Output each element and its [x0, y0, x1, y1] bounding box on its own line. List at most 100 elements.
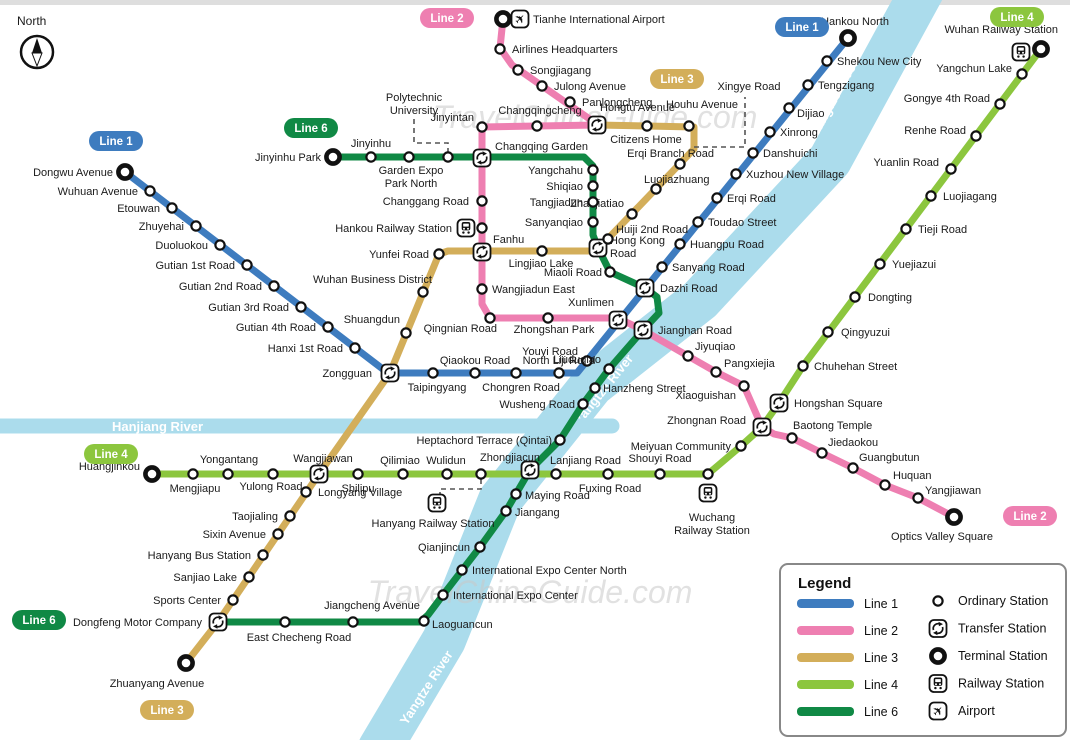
- station-xinrong[interactable]: Xinrong: [764, 126, 818, 139]
- station-huquan[interactable]: Huquan: [879, 470, 932, 491]
- station-longyang-village[interactable]: Longyang Village: [300, 486, 402, 499]
- station-hanxi-1st-road[interactable]: Hanxi 1st Road: [268, 342, 361, 355]
- station-dongwu-avenue[interactable]: Dongwu Avenue: [33, 163, 134, 181]
- station-unnamed[interactable]: [442, 151, 454, 163]
- station-wulidun[interactable]: Wulidun: [426, 455, 466, 480]
- station-qingyuzui[interactable]: Qingyuzui: [822, 326, 890, 339]
- station-jinyintan[interactable]: Jinyintan: [431, 112, 488, 133]
- station-qiaokou-road[interactable]: Qiaokou Road: [440, 355, 510, 379]
- station-yongantang[interactable]: Yongantang: [200, 454, 258, 480]
- station-zhongshan-park[interactable]: Zhongshan Park: [514, 312, 595, 336]
- station-jinyinhu[interactable]: Jinyinhu: [351, 138, 391, 163]
- station-tangjiadun[interactable]: Tangjiadun: [530, 196, 599, 209]
- station-toudao-street[interactable]: Toudao Street: [692, 216, 777, 229]
- station-shekou-new-city[interactable]: Shekou New City: [821, 55, 922, 68]
- station-hankou-railway-station[interactable]: Hankou Railway Station: [335, 218, 488, 238]
- station-laoguancun[interactable]: Laoguancun: [418, 615, 493, 631]
- station-citizens-home[interactable]: Citizens Home: [610, 120, 682, 146]
- station-changqing-garden[interactable]: Changqing Garden: [472, 141, 588, 168]
- station-sports-center[interactable]: Sports Center: [153, 594, 239, 607]
- station-wangjiawan[interactable]: Wangjiawan: [293, 453, 353, 484]
- station-etouwan[interactable]: Etouwan: [117, 202, 178, 215]
- station-yulong-road[interactable]: Yulong Road: [240, 468, 303, 493]
- station-pangxiejia[interactable]: Pangxiejia: [710, 358, 776, 378]
- station-mengjiapu[interactable]: Mengjiapu: [170, 468, 221, 495]
- station-miaoli-road[interactable]: Miaoli Road: [544, 266, 616, 279]
- station-dongting[interactable]: Dongting: [849, 291, 912, 304]
- station-houhu-avenue[interactable]: Houhu Avenue: [666, 99, 738, 132]
- station-zongguan[interactable]: Zongguan: [322, 363, 400, 383]
- station-yunfei-road[interactable]: Yunfei Road: [369, 248, 445, 261]
- station-dazhi-road[interactable]: Dazhi Road: [635, 278, 718, 298]
- station-zhongnan-road[interactable]: Zhongnan Road: [667, 415, 772, 437]
- station-jinyinhu-park[interactable]: Jinyinhu Park: [255, 148, 342, 166]
- station-xiaoguishan[interactable]: Xiaoguishan: [675, 380, 750, 402]
- station-taojialing[interactable]: Taojialing: [232, 510, 296, 523]
- station-renhe-road[interactable]: Renhe Road: [904, 125, 982, 142]
- station-yangchun-lake[interactable]: Yangchun Lake: [936, 63, 1028, 80]
- station-zhongjiacun[interactable]: Zhongjiacun: [480, 452, 540, 480]
- station-jianghan-road[interactable]: Jianghan Road: [633, 320, 733, 340]
- station-dijiao[interactable]: Dijiao: [783, 102, 825, 120]
- station-hankou-north[interactable]: Hankou North: [821, 16, 889, 47]
- station-shouyi-road[interactable]: Shouyi Road: [629, 453, 692, 480]
- station-east-checheng-road[interactable]: East Checheng Road: [247, 616, 352, 644]
- station-jiyuqiao[interactable]: Jiyuqiao: [682, 341, 735, 362]
- station-erqi-road[interactable]: Erqi Road: [711, 192, 776, 205]
- station-chuhehan-street[interactable]: Chuhehan Street: [797, 360, 897, 373]
- station-meiyuan-community[interactable]: Meiyuan Community: [631, 440, 747, 453]
- station-international-expo-center-north[interactable]: International Expo Center North: [456, 564, 627, 577]
- station-luojiagang[interactable]: Luojiagang: [925, 190, 997, 203]
- station-shiqiao[interactable]: Shiqiao: [546, 180, 599, 193]
- station-gutian-1st-road[interactable]: Gutian 1st Road: [156, 259, 253, 272]
- station-qianjincun[interactable]: Qianjincun: [418, 541, 486, 554]
- station-lingjiao-lake[interactable]: Lingjiao Lake: [509, 245, 574, 270]
- station-guangbutun[interactable]: Guangbutun: [847, 452, 920, 474]
- station-dongfeng-motor-company[interactable]: Dongfeng Motor Company: [73, 612, 228, 632]
- station-changqingcheng[interactable]: Changqingcheng: [498, 105, 582, 132]
- station-tianhe-international-airport[interactable]: ✈Tianhe International Airport: [494, 9, 665, 29]
- station-yangjiawan[interactable]: Yangjiawan: [912, 485, 981, 504]
- station-hongtu-avenue[interactable]: Hongtu Avenue: [587, 102, 676, 135]
- station-luojiazhuang[interactable]: Luojiazhuang: [644, 174, 709, 195]
- station-hanzheng-street[interactable]: Hanzheng Street: [589, 382, 686, 395]
- station-fuxing-road[interactable]: Fuxing Road: [579, 468, 641, 495]
- station-xuzhou-new-village[interactable]: Xuzhou New Village: [730, 168, 844, 181]
- station-changgang-road[interactable]: Changgang Road: [383, 195, 488, 208]
- station-huiji-2nd-road[interactable]: Huiji 2nd Road: [602, 224, 688, 245]
- station-gongye-4th-road[interactable]: Gongye 4th Road: [904, 93, 1006, 110]
- station-sixin-avenue[interactable]: Sixin Avenue: [203, 528, 284, 541]
- station-qingnian-road[interactable]: Qingnian Road: [424, 312, 497, 335]
- station-gutian-3rd-road[interactable]: Gutian 3rd Road: [208, 301, 307, 314]
- station-wusheng-road[interactable]: Wusheng Road: [499, 398, 589, 411]
- station-optics-valley-square[interactable]: Optics Valley Square: [891, 508, 993, 543]
- station-jiangcheng-avenue[interactable]: Jiangcheng Avenue: [324, 600, 420, 628]
- station-jiangang[interactable]: Jiangang: [500, 505, 560, 519]
- station-shuangdun[interactable]: Shuangdun: [344, 314, 412, 339]
- station-maying-road[interactable]: Maying Road: [510, 488, 590, 502]
- station-hanyang-bus-station[interactable]: Hanyang Bus Station: [148, 549, 269, 562]
- station-sanjiao-lake[interactable]: Sanjiao Lake: [173, 571, 255, 584]
- station-songjiagang[interactable]: Songjiagang: [512, 64, 591, 77]
- station-liuduqiao[interactable]: Liuduqiao: [553, 354, 615, 375]
- station-taipingyang[interactable]: Taipingyang: [408, 367, 467, 394]
- station-gutian-4th-road[interactable]: Gutian 4th Road: [236, 321, 334, 334]
- station-qilimiao[interactable]: Qilimiao: [380, 455, 420, 480]
- station-international-expo-center[interactable]: International Expo Center: [437, 589, 578, 602]
- station-gutian-2nd-road[interactable]: Gutian 2nd Road: [179, 280, 280, 293]
- station-north-liji-road[interactable]: North Liji Road: [523, 355, 596, 379]
- station-baotong-temple[interactable]: Baotong Temple: [786, 420, 872, 444]
- station-heptachord-terrace-qintai[interactable]: Heptachord Terrace (Qintai): [416, 434, 566, 447]
- station-zhuanyang-avenue[interactable]: Zhuanyang Avenue: [110, 654, 205, 690]
- station-fanhu[interactable]: Fanhu: [472, 234, 525, 262]
- station-wuhan-business-district[interactable]: Wuhan Business District: [313, 274, 432, 298]
- station-youyi-road[interactable]: Youyi Road: [522, 346, 593, 367]
- station-lanjiang-road[interactable]: Lanjiang Road: [550, 455, 621, 480]
- station-duoluokou[interactable]: Duoluokou: [155, 239, 226, 252]
- station-jiedaokou[interactable]: Jiedaokou: [816, 437, 878, 459]
- station-danshuichi[interactable]: Danshuichi: [747, 147, 817, 160]
- station-julong-avenue[interactable]: Julong Avenue: [536, 80, 626, 93]
